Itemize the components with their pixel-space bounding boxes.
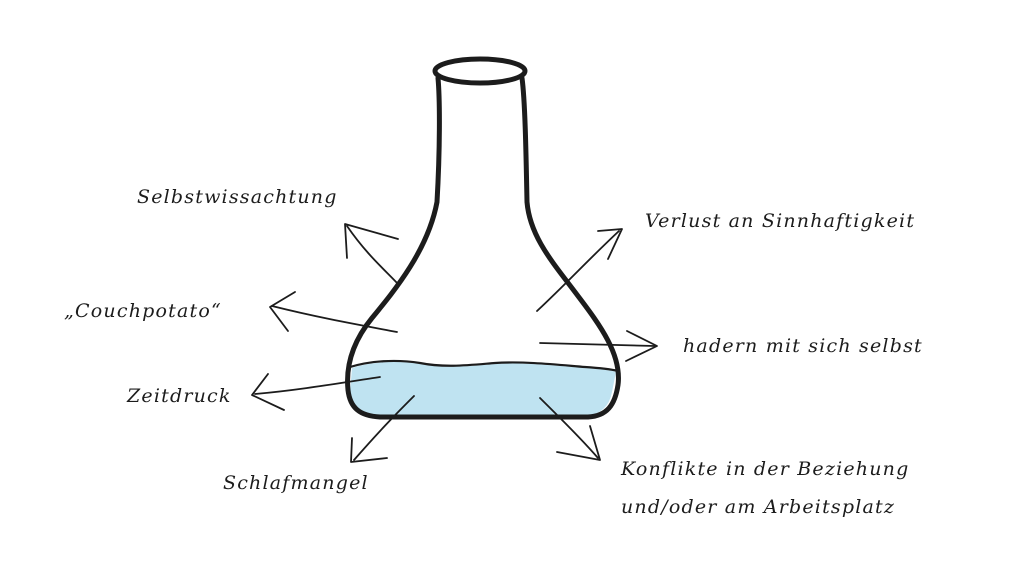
label-couch-potato: „Couchpotato“ bbox=[64, 300, 222, 322]
label-sleep-deprivation: Schlafmangel bbox=[223, 472, 369, 494]
arrow-time-pressure bbox=[251, 373, 381, 411]
flask-rim bbox=[432, 56, 528, 86]
label-self-esteem: Selbstwissachtung bbox=[137, 186, 338, 208]
label-loss-of-meaning: Verlust an Sinnhaftigkeit bbox=[645, 210, 915, 232]
arrow-sleep-deprivation bbox=[350, 395, 415, 463]
arrow-self-conflict bbox=[539, 330, 658, 362]
flask-body bbox=[345, 75, 621, 420]
arrow-conflicts bbox=[539, 397, 601, 461]
arrow-couch-potato bbox=[269, 291, 398, 333]
flask-liquid bbox=[350, 361, 616, 416]
liquid-surface bbox=[348, 359, 620, 373]
label-time-pressure: Zeitdruck bbox=[126, 385, 232, 407]
label-conflicts-line2: und/oder am Arbeitsplatz bbox=[621, 496, 895, 518]
label-conflicts-line1: Konflikte in der Beziehung bbox=[620, 458, 909, 480]
arrow-self-esteem bbox=[344, 223, 399, 285]
label-self-conflict: hadern mit sich selbst bbox=[683, 335, 923, 357]
arrow-loss-of-meaning bbox=[536, 228, 623, 312]
